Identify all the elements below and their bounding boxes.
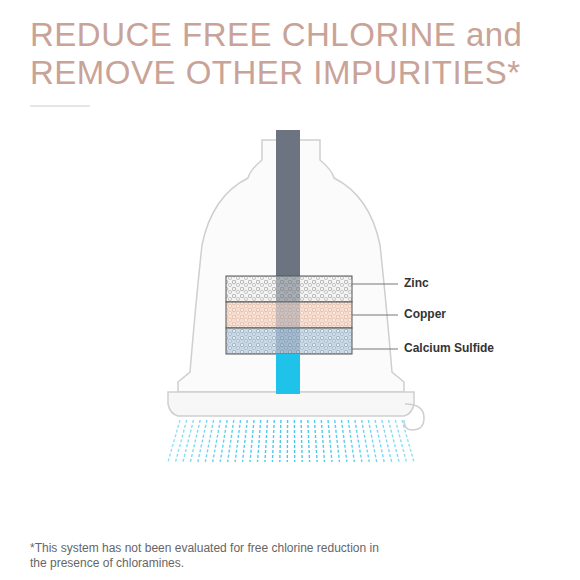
part-label: Zinc [404,276,429,290]
spray-stroke [355,420,362,462]
spray-stroke [335,420,340,462]
part-label: Calcium Sulfide [404,341,494,355]
spray-stroke [321,420,324,462]
water-column-calc [276,328,300,354]
spray-stroke [258,420,261,462]
spray-stroke [272,420,274,462]
spray-stroke [280,420,281,462]
spray-stroke [294,420,296,462]
spray-stroke [315,420,318,462]
part-label: Copper [404,307,446,321]
spray-stroke [368,420,376,462]
water-column-zinc [276,276,300,302]
spray-stroke [342,420,347,462]
spray-stroke [228,420,234,462]
hanging-loop [404,404,424,430]
spray-stroke [402,420,414,462]
spray-stroke [243,420,248,462]
calcium-sulfide-layer [226,328,352,354]
spray-stroke [265,420,268,462]
caption: *This system has not been evaluated for … [30,541,390,571]
spray-stroke [287,420,289,462]
spray-stroke [220,420,227,462]
spray-stroke [250,420,254,462]
spray-stroke [205,420,213,462]
spray-stroke [308,420,310,462]
inlet-pipe [276,130,300,280]
spray-stroke [213,420,221,462]
spray-stroke [362,420,370,462]
leader-line [352,349,398,350]
spray-stroke [235,420,240,462]
face-plate [168,392,414,416]
filtered-water [276,354,300,394]
spray-stroke [168,420,180,462]
spray-stroke [198,420,207,462]
leader-line [352,315,398,316]
water-spray [168,420,414,462]
copper-layer [226,302,352,328]
title: REDUCE FREE CHLORINE and REMOVE OTHER IM… [30,16,560,92]
spray-stroke [395,420,406,462]
zinc-layer [226,276,352,302]
spray-stroke [328,420,332,462]
spray-stroke [301,420,302,462]
title-rule [30,106,90,107]
water-column-copper [276,302,300,328]
leader-line [352,284,398,285]
spray-stroke [348,420,354,462]
